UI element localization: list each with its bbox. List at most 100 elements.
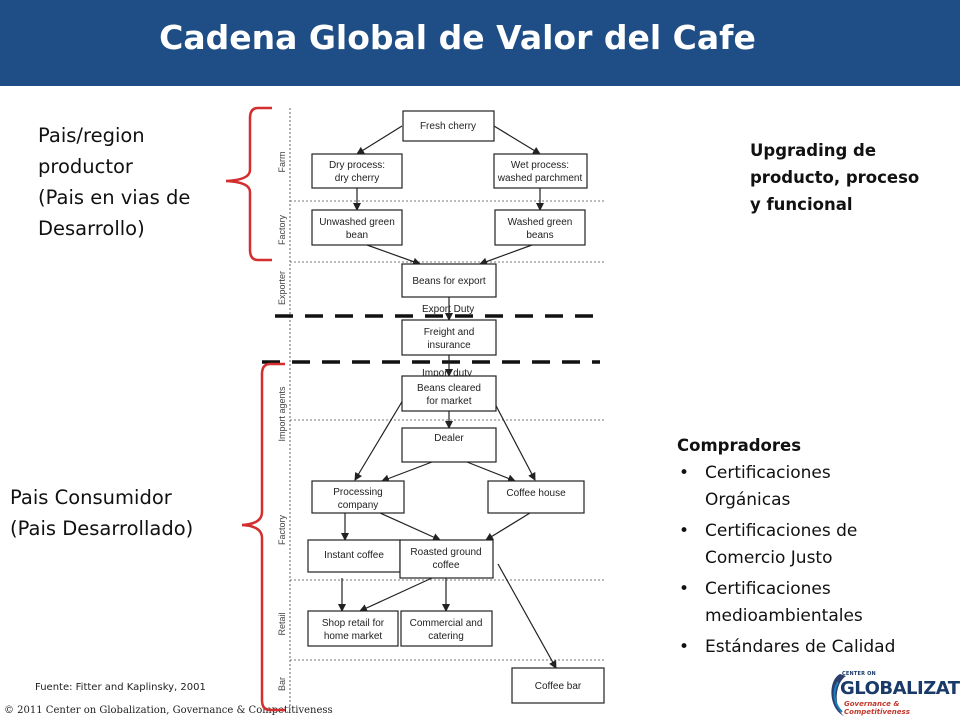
box-label: Instant coffee — [324, 550, 384, 561]
box-freight-insurance — [401, 319, 497, 356]
box-beans-for-export — [401, 263, 497, 298]
box-label: beans — [526, 230, 553, 241]
box-label: home market — [324, 631, 383, 642]
list-item-line: Orgánicas — [705, 490, 791, 510]
box-label: Fresh cherry — [420, 121, 476, 132]
stage-label-retail: Retail — [277, 612, 287, 635]
upgrading-line: producto, proceso — [750, 168, 920, 187]
box-label: bean — [346, 230, 368, 241]
box-unwashed-green-bean — [311, 209, 403, 246]
box-label: Freight and — [424, 327, 475, 338]
box-label: Shop retail for — [322, 618, 385, 629]
consumer-brace — [241, 362, 285, 712]
box-label: Coffee bar — [535, 681, 582, 692]
stage-label-exporter: Exporter — [277, 271, 287, 305]
list-item: • Certificaciones de Comercio Justo — [677, 518, 952, 572]
box-label: Roasted ground — [410, 547, 481, 558]
producer-line: Desarrollo) — [38, 217, 145, 240]
box-instant-coffee — [307, 539, 401, 573]
box-beans-cleared — [401, 375, 497, 412]
box-label: Dealer — [434, 433, 464, 444]
consumer-line: Pais Consumidor — [10, 486, 172, 509]
box-label: Processing — [333, 487, 382, 498]
flow-arrow — [479, 244, 533, 266]
box-coffee-house — [487, 480, 585, 514]
list-item-line: Certificaciones de — [705, 521, 858, 541]
producer-line: productor — [38, 155, 133, 178]
producer-label: Pais/region productor (Pais en vias de D… — [38, 120, 228, 244]
title-bar — [0, 0, 960, 86]
upgrading-line: y funcional — [750, 195, 853, 214]
box-washed-green-beans — [494, 209, 586, 246]
stage-label-farm: Farm — [277, 152, 287, 173]
box-label: company — [338, 500, 379, 511]
stage-label-bar: Bar — [277, 677, 287, 691]
list-item-line: Estándares de Calidad — [705, 637, 896, 657]
box-label: for market — [426, 396, 471, 407]
list-item-line: Comercio Justo — [705, 548, 833, 568]
producer-brace — [225, 106, 272, 262]
page-title: Cadena Global de Valor del Cafe — [159, 18, 756, 57]
flow-arrow — [466, 461, 516, 483]
stage-label-factory-consumer: Factory — [277, 515, 287, 546]
flow-arrow — [485, 512, 531, 541]
flow-arrow — [493, 125, 541, 155]
logo-sub-text: Governance & Competitiveness — [844, 700, 910, 716]
list-item-line: Certificaciones — [705, 579, 831, 599]
flow-arrow — [366, 244, 421, 266]
globalization-logo-icon — [831, 674, 846, 716]
box-shop-retail — [307, 610, 399, 647]
box-label: Washed green — [508, 217, 573, 228]
list-item: • Estándares de Calidad — [677, 634, 952, 661]
flow-arrow — [497, 563, 557, 669]
producer-line: (Pais en vias de — [38, 186, 191, 209]
flow-arrow — [379, 512, 441, 541]
logo-small-text: CENTER ON — [842, 671, 876, 677]
buyers-title: Compradores — [677, 436, 802, 455]
box-label: insurance — [427, 340, 471, 351]
bullet-icon: • — [679, 521, 690, 541]
flow-arrow — [492, 399, 536, 481]
box-label: Coffee house — [506, 488, 566, 499]
list-item-line: medioambientales — [705, 606, 863, 626]
box-label: Beans cleared — [417, 383, 481, 394]
box-dry-process — [311, 153, 403, 189]
consumer-label: Pais Consumidor (Pais Desarrollado) — [10, 482, 240, 544]
bullet-icon: • — [679, 463, 690, 483]
flow-arrow — [381, 461, 433, 483]
box-coffee-bar — [511, 667, 605, 704]
flow-arrow — [359, 577, 433, 612]
box-processing-company — [311, 480, 405, 514]
upgrading-text: Upgrading de producto, proceso y funcion… — [750, 137, 950, 218]
logo-big-text: GLOBALIZATION — [840, 678, 960, 699]
box-label: Unwashed green — [319, 217, 395, 228]
producer-line: Pais/region — [38, 124, 145, 147]
bullet-icon: • — [679, 579, 690, 599]
box-label: catering — [428, 631, 464, 642]
box-label: washed parchment — [497, 173, 583, 184]
box-wet-process — [493, 153, 588, 189]
stage-label-import-agents: Import agents — [277, 386, 287, 442]
box-label: Commercial and — [410, 618, 483, 629]
box-commercial-catering — [400, 610, 493, 647]
export-duty-label: Export Duty — [422, 304, 474, 315]
source-note: Fuente: Fitter and Kaplinsky, 2001 — [35, 682, 206, 693]
box-label: Dry process: — [329, 160, 385, 171]
box-label: Beans for export — [412, 276, 486, 287]
flow-arrow — [354, 399, 404, 481]
box-label: coffee — [432, 560, 459, 571]
bullet-icon: • — [679, 637, 690, 657]
box-label: Wet process: — [511, 160, 569, 171]
stage-label-factory: Factory — [277, 215, 287, 246]
list-item-line: Certificaciones — [705, 463, 831, 483]
consumer-line: (Pais Desarrollado) — [10, 517, 194, 540]
flow-arrow — [356, 125, 403, 155]
box-label: dry cherry — [335, 173, 379, 184]
box-fresh-cherry — [402, 110, 495, 142]
box-roasted-ground-coffee — [399, 539, 494, 579]
upgrading-line: Upgrading de — [750, 141, 877, 160]
list-item: • Certificaciones medioambientales — [677, 576, 952, 630]
